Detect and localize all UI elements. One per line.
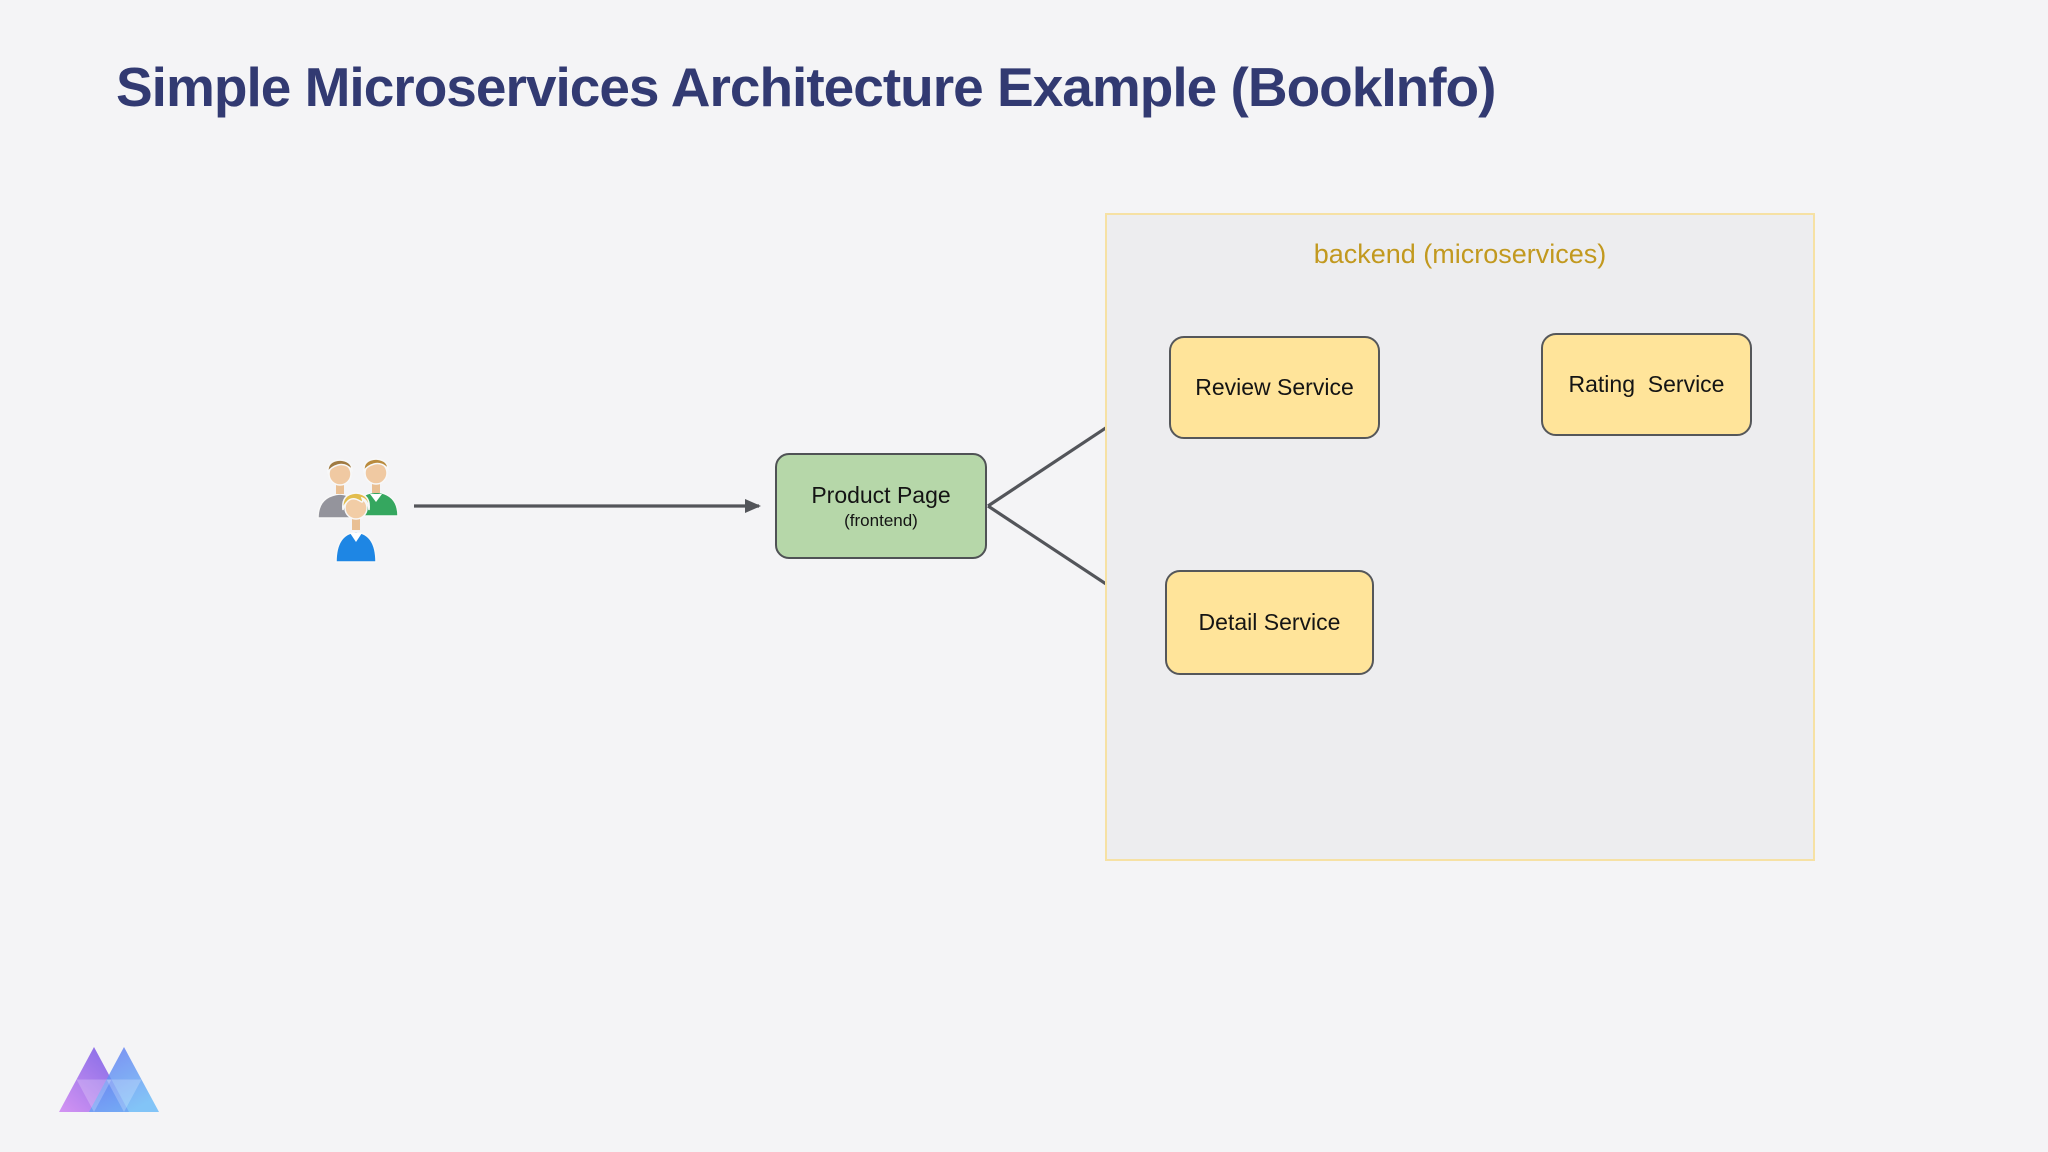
page-title: Simple Microservices Architecture Exampl… [116,56,1496,118]
node-review-service-label: Review Service [1195,374,1354,401]
node-product-page-sublabel: (frontend) [844,511,918,531]
node-review-service: Review Service [1169,336,1380,439]
user-blue [335,492,377,563]
node-detail-service: Detail Service [1165,570,1374,675]
node-detail-service-label: Detail Service [1198,609,1341,636]
backend-group: backend (microservices) [1105,213,1815,861]
node-product-page: Product Page (frontend) [775,453,987,559]
mermaid-chart-logo-icon [59,1047,159,1112]
users-clipart-icon [317,458,399,563]
node-rating-service: Rating Service [1541,333,1752,436]
backend-group-label: backend (microservices) [1313,239,1607,269]
node-rating-service-label: Rating Service [1568,371,1725,398]
node-product-page-label: Product Page [811,481,951,508]
